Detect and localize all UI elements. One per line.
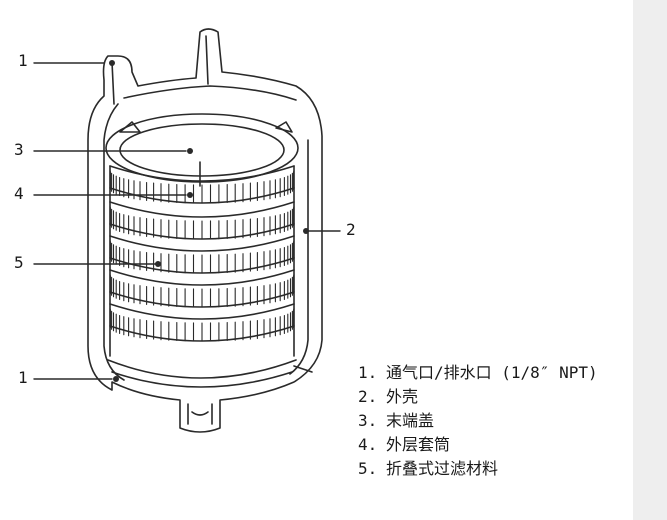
cartridge-bottom-ring bbox=[107, 359, 313, 388]
callout-1-top: 1 bbox=[18, 51, 28, 70]
callout-1-bottom: 1 bbox=[18, 368, 28, 387]
callout-3: 3 bbox=[14, 140, 24, 159]
pleat-band bbox=[109, 201, 295, 240]
end-cap bbox=[105, 113, 299, 187]
legend-text: 末端盖 bbox=[386, 411, 435, 430]
pleat-band bbox=[109, 165, 295, 204]
legend-number: 5. bbox=[358, 459, 378, 478]
side-strip bbox=[633, 0, 667, 520]
callout-2: 2 bbox=[346, 220, 356, 239]
filter-cutaway-diagram bbox=[33, 28, 341, 433]
legend-number: 3. bbox=[358, 411, 378, 430]
legend-text: 外壳 bbox=[386, 387, 419, 406]
parts-legend: 1. 通气口/排水口 (1/8″ NPT) 2. 外壳 3. 末端盖 4. 外层套筒 5… bbox=[358, 361, 598, 481]
legend-item: 1. 通气口/排水口 (1/8″ NPT) bbox=[358, 361, 598, 385]
pleated-cartridge bbox=[109, 165, 295, 357]
legend-number: 4. bbox=[358, 435, 378, 454]
pleat-band bbox=[109, 303, 295, 342]
legend-text: 通气口/排水口 (1/8″ NPT) bbox=[386, 363, 598, 382]
callout-4: 4 bbox=[14, 184, 24, 203]
legend-number: 2. bbox=[358, 387, 378, 406]
legend-item: 4. 外层套筒 bbox=[358, 433, 598, 457]
leader-lines bbox=[33, 62, 341, 380]
leader-dots bbox=[109, 60, 309, 382]
housing-outer-shell bbox=[87, 28, 323, 433]
legend-item: 2. 外壳 bbox=[358, 385, 598, 409]
legend-text: 折叠式过滤材料 bbox=[386, 459, 499, 478]
legend-text: 外层套筒 bbox=[386, 435, 451, 454]
callout-5: 5 bbox=[14, 253, 24, 272]
legend-item: 3. 末端盖 bbox=[358, 409, 598, 433]
legend-item: 5. 折叠式过滤材料 bbox=[358, 457, 598, 481]
legend-number: 1. bbox=[358, 363, 378, 382]
